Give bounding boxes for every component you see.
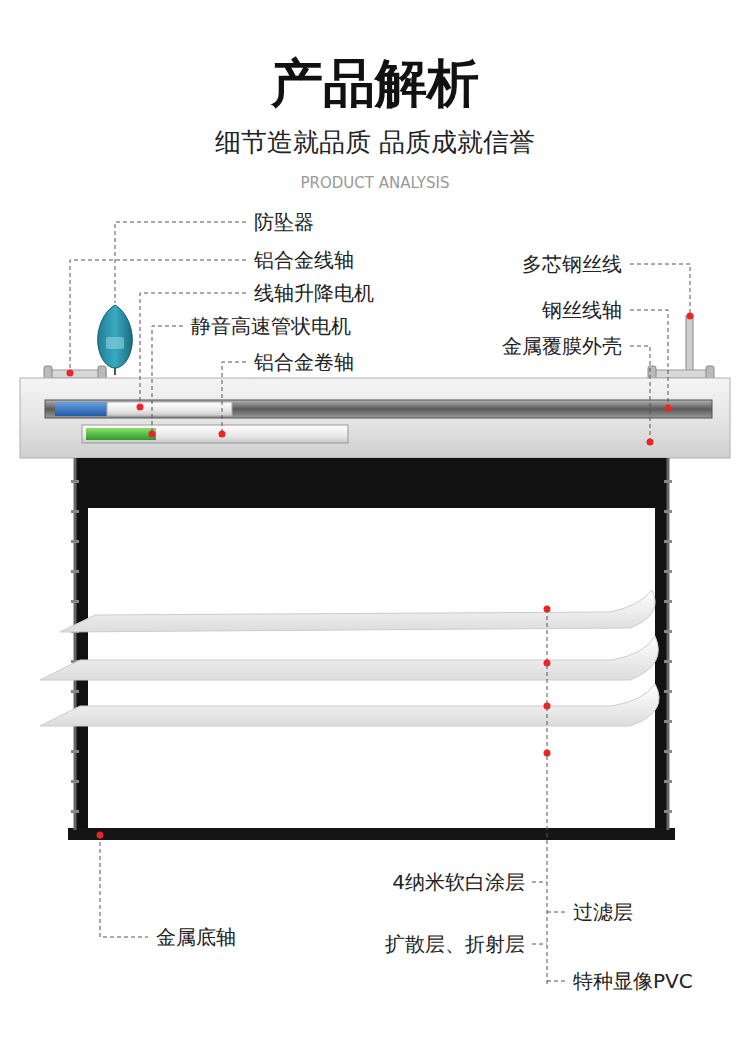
screen-layers <box>40 590 659 726</box>
subtitle-en: PRODUCT ANALYSIS <box>299 174 452 192</box>
page-title: 产品解析 <box>0 52 750 114</box>
layer-label: 4纳米软白涂层 <box>390 870 527 894</box>
part-label: 铝合金卷轴 <box>252 350 356 374</box>
part-label: 铝合金线轴 <box>252 248 356 272</box>
layer-label: 特种显像PVC <box>571 969 695 993</box>
callout-dots <box>67 313 694 839</box>
part-label: 多芯钢丝线 <box>520 252 624 276</box>
part-label: 金属底轴 <box>154 925 238 949</box>
fall-arrester <box>98 305 133 375</box>
leader-lines <box>70 222 690 985</box>
layer-label: 过滤层 <box>571 900 635 924</box>
part-label: 钢丝线轴 <box>540 298 624 322</box>
layer-label: 扩散层、折射层 <box>383 932 527 956</box>
projection-screen <box>68 458 675 840</box>
metal-housing <box>20 378 730 458</box>
part-label: 线轴升降电机 <box>252 281 376 305</box>
part-label: 金属覆膜外壳 <box>500 334 624 358</box>
steel-wire-shaft <box>648 316 714 380</box>
subtitle: 细节造就品质 品质成就信誉 <box>213 127 537 158</box>
part-label: 防坠器 <box>252 210 316 234</box>
part-label: 静音高速管状电机 <box>189 314 353 338</box>
